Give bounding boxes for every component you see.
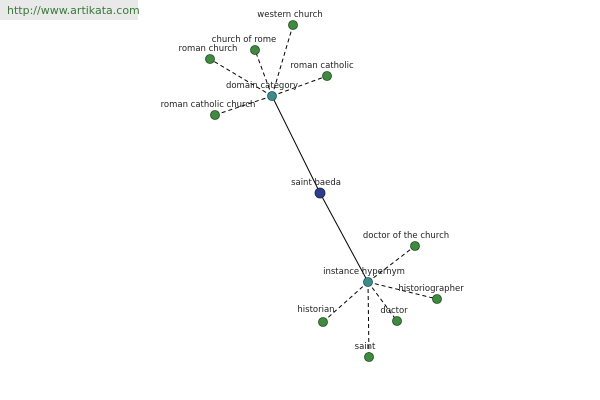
edge-hypernym-leaf	[367, 281, 398, 322]
center-node[interactable]	[314, 187, 326, 199]
watermark-banner: http://www.artikata.com	[0, 0, 140, 20]
leaf-label: historian	[297, 305, 334, 315]
leaf-node[interactable]	[410, 241, 420, 251]
leaf-node[interactable]	[364, 352, 374, 362]
leaf-label: roman catholic church	[161, 100, 256, 110]
leaf-node[interactable]	[288, 20, 298, 30]
hub-node-hypernym[interactable]	[363, 277, 373, 287]
leaf-node[interactable]	[322, 71, 332, 81]
edge-domain-leaf	[271, 75, 328, 97]
leaf-label: roman church	[179, 44, 238, 54]
hub-label-hypernym: instance hypernym	[323, 267, 405, 277]
leaf-node[interactable]	[392, 316, 402, 326]
edge-hypernym-leaf	[367, 281, 370, 358]
leaf-node[interactable]	[432, 294, 442, 304]
leaf-label: western church	[257, 10, 322, 20]
leaf-label: roman catholic	[290, 61, 354, 71]
edge-center-domain	[271, 95, 321, 194]
edge-domain-leaf	[254, 49, 273, 97]
center-label: saint baeda	[291, 178, 341, 188]
leaf-node[interactable]	[205, 54, 215, 64]
edge-domain-leaf	[214, 95, 273, 116]
leaf-label: historiographer	[398, 284, 464, 294]
leaf-label: doctor	[380, 306, 408, 316]
edge-hypernym-leaf	[322, 281, 369, 323]
edge-hypernym-leaf	[367, 281, 438, 300]
leaf-label: saint	[355, 342, 376, 352]
leaf-node[interactable]	[318, 317, 328, 327]
leaf-node[interactable]	[250, 45, 260, 55]
watermark-url: http://www.artikata.com	[7, 4, 140, 17]
edge-domain-leaf	[209, 58, 273, 97]
hub-label-domain: domain category	[226, 81, 298, 91]
edge-center-hypernym	[319, 192, 369, 283]
edge-domain-leaf	[271, 24, 294, 97]
edge-hypernym-leaf	[367, 245, 416, 283]
leaf-node[interactable]	[210, 110, 220, 120]
leaf-label: doctor of the church	[363, 231, 449, 241]
hub-node-domain[interactable]	[267, 91, 277, 101]
leaf-label: church of rome	[212, 35, 276, 45]
